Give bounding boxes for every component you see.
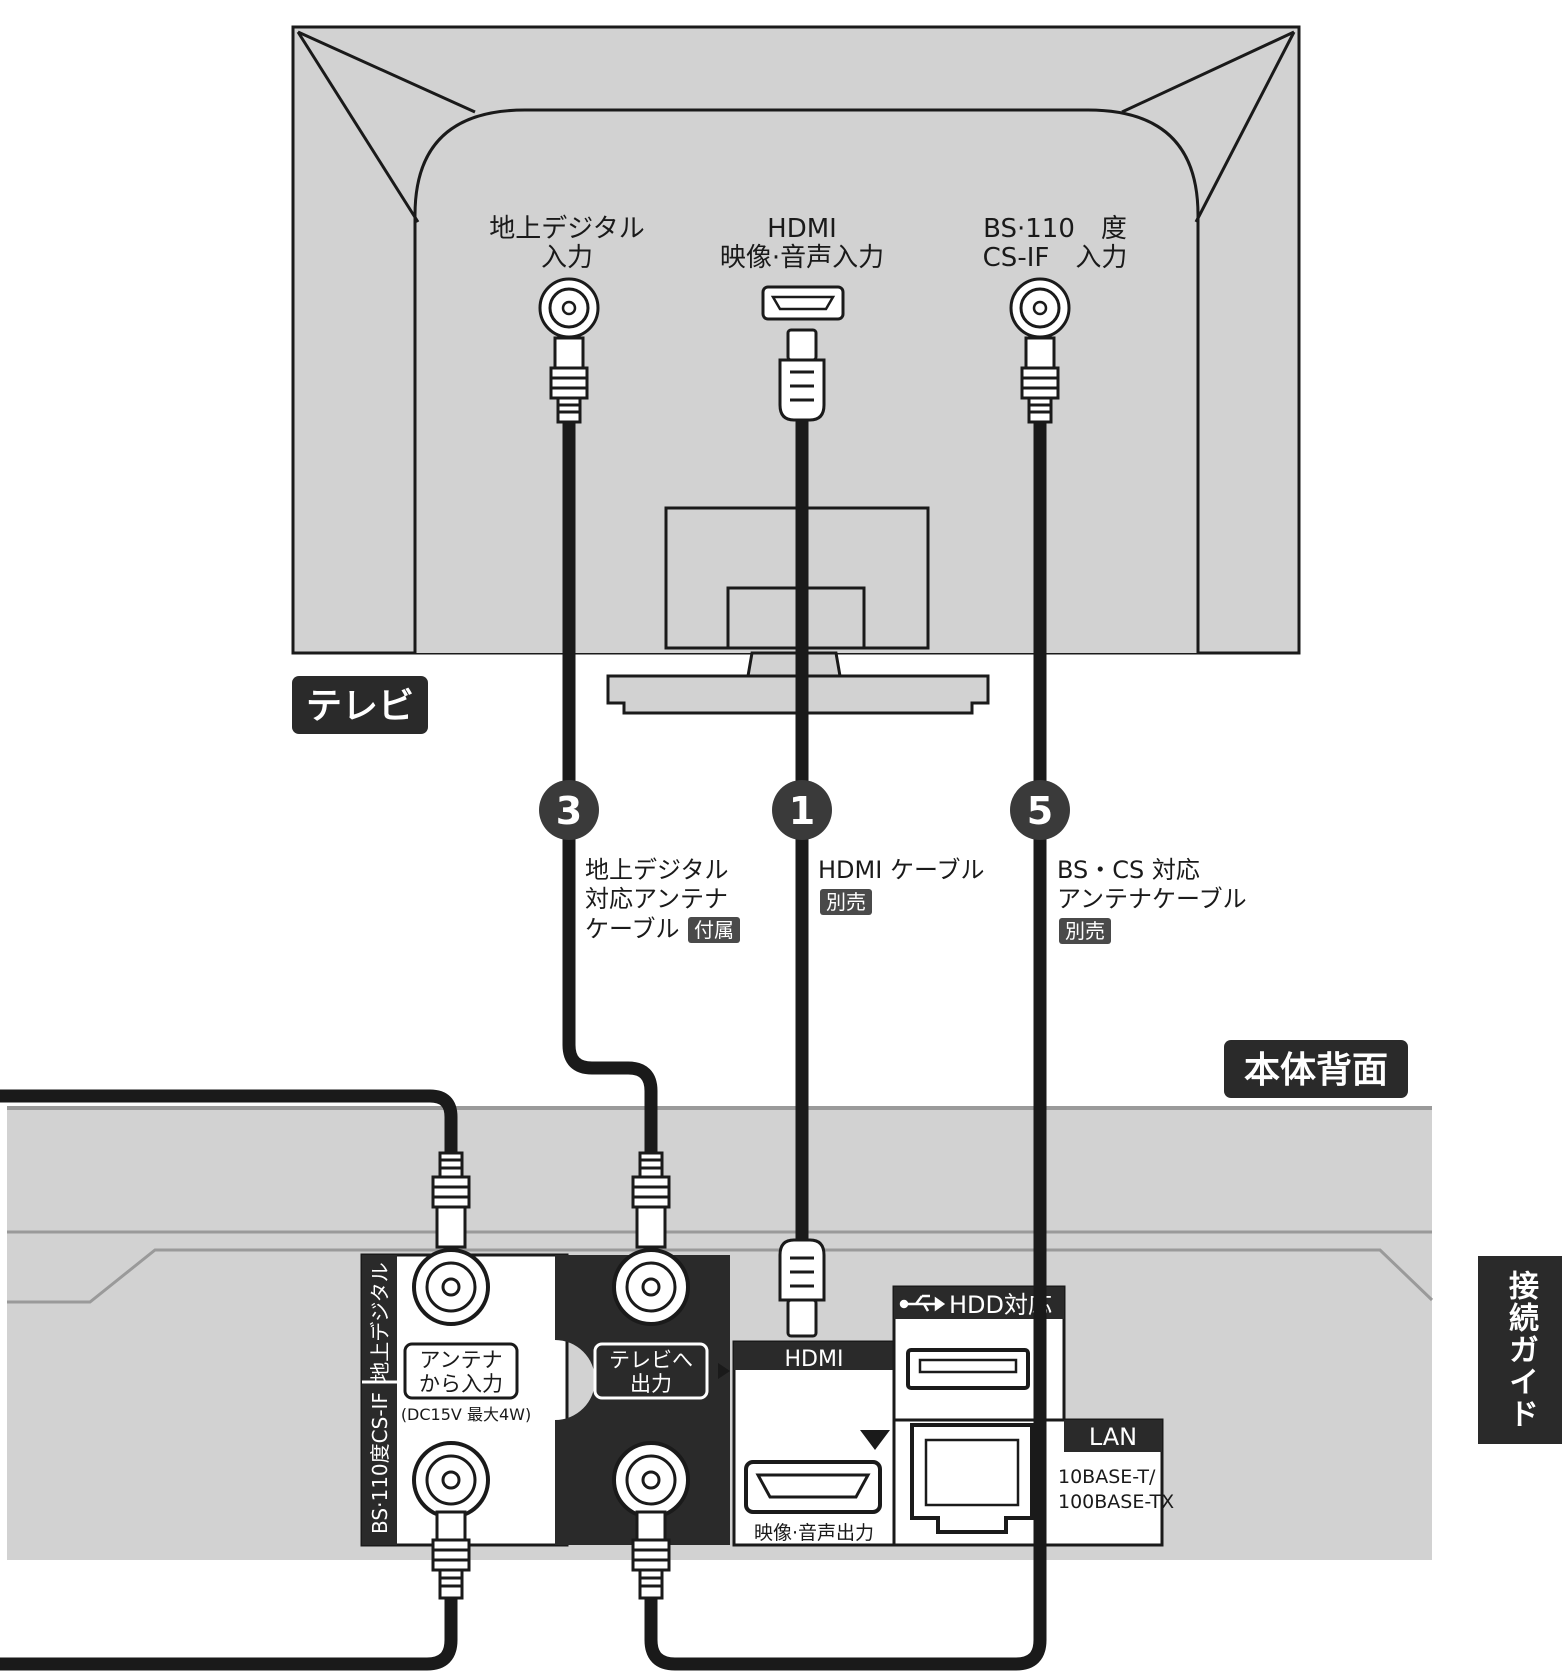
hdmi-out-panel: [732, 1340, 896, 1547]
hdmi-label: HDMI: [785, 1347, 844, 1372]
tv-out-label: テレビへ 出力: [593, 1342, 730, 1400]
usb-port-tongue: [918, 1358, 1018, 1374]
lan-spec: 10BASE-T/: [1058, 1466, 1156, 1488]
tv-bevel-line: [296, 31, 420, 223]
hdmi-out-caption: 映像·音声出力: [754, 1522, 874, 1544]
recorder-panel-edge: [7, 1248, 1434, 1304]
coax-plug: [549, 336, 589, 424]
step-number: 1: [789, 789, 815, 833]
terrestrial-cable: [562, 413, 658, 1162]
coax-plug: [431, 1510, 471, 1600]
tv-ports: [538, 277, 1071, 339]
tv-bs-label: CS-IF 入力: [983, 243, 1128, 273]
hdmi-plug: [778, 1238, 826, 1338]
antenna-in-text: アンテナ: [419, 1348, 502, 1372]
tv-label-box: [292, 676, 428, 734]
sold-separately-badge: [820, 889, 872, 915]
bs-cable-label: アンテナケーブル: [1057, 885, 1247, 913]
hdmi-plug: [778, 328, 826, 422]
sold-separately-badge-text: 別売: [826, 890, 866, 914]
tv-label: テレビ: [306, 686, 414, 727]
tv-bevel-line: [297, 30, 476, 114]
arrow-icon: [718, 1363, 730, 1379]
power-note: (DC15V 最大4W): [401, 1405, 531, 1424]
antenna-in-box: [403, 1342, 519, 1400]
recorder-coax-ports: [412, 1248, 690, 1519]
tv-hdmi-port-inner: [770, 295, 836, 311]
tv-bevel-line: [1121, 30, 1295, 114]
bs-cable-label: BS・CS 対応: [1057, 856, 1200, 884]
down-arrow-icon: [860, 1430, 890, 1450]
lan-label-bar: [1064, 1420, 1162, 1452]
usb-icon: [899, 1294, 946, 1312]
hdmi-output-block: HDMI 映像·音声出力: [732, 1340, 896, 1547]
lan-label: LAN: [1089, 1423, 1137, 1451]
included-badge: [688, 917, 740, 943]
lan-port-inner: [924, 1438, 1020, 1507]
antenna-in-text: から入力: [419, 1372, 503, 1396]
connection-guide-tab-label: 接続ガイド: [1503, 1270, 1538, 1430]
hdmi-cable-label: HDMI ケーブル: [818, 856, 985, 884]
antenna-feed-cable: [0, 1588, 458, 1671]
plugs: [431, 328, 1060, 1600]
tv-out-box: [593, 1342, 709, 1400]
terrestrial-input-label: 地上デジタル: [368, 1262, 392, 1382]
tv-terrestrial-label: 入力: [541, 243, 593, 273]
antenna-label-strip: [362, 1255, 397, 1545]
lan-spec: 100BASE-TX: [1058, 1491, 1174, 1513]
hdmi-out-port-inner: [755, 1473, 871, 1499]
step-badge-5: [1010, 780, 1070, 840]
included-badge-text: 付属: [694, 918, 734, 942]
tv-out-text: テレビへ: [609, 1348, 693, 1372]
port-pin: [441, 1470, 461, 1490]
recorder-label-box: [1224, 1040, 1408, 1098]
hdmi-label-bar: [734, 1342, 894, 1370]
coax-plug: [631, 1510, 671, 1600]
antenna-in-label: アンテナ から入力 (DC15V 最大4W): [401, 1342, 531, 1424]
tv-hdmi-label: HDMI: [767, 214, 837, 244]
step-badge-3: [539, 780, 599, 840]
step-badge-1: [772, 780, 832, 840]
tv-stand-post: [746, 651, 842, 678]
port-pin: [441, 1277, 461, 1297]
port-pin: [641, 1470, 661, 1490]
coax-plug: [431, 1151, 471, 1249]
tv-out-text: 出力: [630, 1372, 672, 1396]
tv-bs-port-pin: [1032, 300, 1048, 316]
coax-plug: [1020, 336, 1060, 424]
recorder-label: 本体背面: [1244, 1050, 1388, 1091]
coax-plug: [631, 1151, 671, 1249]
sold-separately-badge: [1059, 918, 1111, 944]
terrestrial-cable-label: 対応アンテナ: [585, 885, 728, 913]
tv-terrestrial-label: 地上デジタル: [489, 214, 644, 244]
tv-bevel-line: [1194, 31, 1296, 223]
connection-guide-tab[interactable]: 接続ガイド: [1478, 1256, 1562, 1444]
bs-input-label: BS·110度CS-IF: [368, 1392, 392, 1534]
tv-terrestrial-port-pin: [561, 300, 577, 316]
step-number: 3: [556, 789, 582, 833]
terrestrial-cable-label: 地上デジタル: [585, 856, 729, 884]
lan-block: LAN 10BASE-T/ 100BASE-TX: [892, 1418, 1174, 1547]
sold-separately-badge-text: 別売: [1065, 919, 1105, 943]
port-pin: [641, 1277, 661, 1297]
tv-hdmi-label: 映像·音声入力: [720, 243, 884, 273]
tv-bs-label: BS·110 度: [983, 214, 1127, 244]
bs-cable: [644, 413, 1047, 1671]
step-number: 5: [1027, 789, 1053, 833]
antenna-feed-cable: [0, 1089, 458, 1162]
terrestrial-cable-label: ケーブル: [585, 915, 680, 943]
